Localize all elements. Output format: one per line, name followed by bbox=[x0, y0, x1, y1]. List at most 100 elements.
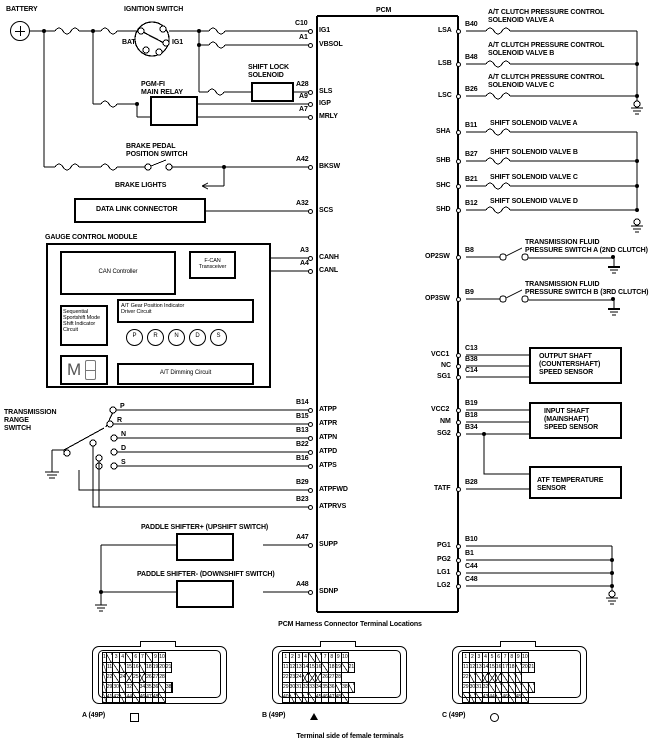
terminal-A42 bbox=[308, 164, 313, 170]
pin-cell: 25 bbox=[132, 672, 140, 683]
pin-cell: 44 bbox=[125, 692, 133, 703]
pin-cell: 20 bbox=[158, 662, 166, 673]
junction-dot bbox=[635, 184, 639, 188]
paddle-up-label: PADDLE SHIFTER+ (UPSHIFT SWITCH) bbox=[141, 524, 269, 531]
terminal-B26 bbox=[456, 93, 461, 99]
pgmfi-main-relay-box bbox=[150, 96, 198, 126]
terminal-B22 bbox=[308, 449, 313, 455]
output-shaft-sensor-label: OUTPUT SHAFT (COUNTERSHAFT) SPEED SENSOR bbox=[539, 353, 601, 376]
pin-B34: B34 bbox=[465, 424, 478, 431]
pin-blank bbox=[347, 682, 356, 693]
terminal-C14 bbox=[456, 374, 461, 380]
pin-C48: C48 bbox=[465, 576, 478, 583]
pin-cell: 22 bbox=[105, 672, 114, 683]
pin-cell: 35 bbox=[321, 682, 329, 693]
name-PG1: PG1 bbox=[437, 542, 451, 549]
pin-C14: C14 bbox=[465, 367, 478, 374]
junction-dot bbox=[222, 165, 226, 169]
range-pos-R: R bbox=[117, 417, 122, 424]
name-ATPR: ATPR bbox=[319, 420, 338, 427]
pin-B48: B48 bbox=[465, 54, 478, 61]
junction-dot bbox=[611, 297, 615, 301]
name-OP3SW: OP3SW bbox=[425, 295, 450, 302]
battery-plus-v bbox=[19, 26, 21, 36]
pin-cell: 48 bbox=[334, 692, 343, 703]
input-shaft-sensor-box bbox=[529, 402, 622, 439]
gear-indicator-S-label: S bbox=[216, 333, 221, 339]
connector-tab bbox=[140, 641, 176, 647]
name-ATPRVS: ATPRVS bbox=[319, 503, 347, 510]
pin-cell: 11 bbox=[282, 662, 290, 673]
pin-cell: 23 bbox=[288, 672, 297, 683]
pin-cell: 10 bbox=[158, 652, 166, 663]
terminal-B11 bbox=[456, 129, 461, 135]
pin-cell: 14 bbox=[481, 662, 490, 673]
terminal-B9 bbox=[456, 296, 461, 302]
gear-indicator-N bbox=[168, 329, 185, 346]
gear-indicator-N-label: N bbox=[174, 333, 179, 339]
pgmfi-main-relay-label: PGM-FI MAIN RELAY bbox=[141, 81, 183, 96]
pin-cell: 18 bbox=[507, 662, 516, 673]
terminal-A47 bbox=[308, 542, 313, 548]
pin-cell: 22 bbox=[282, 672, 290, 683]
pin-cell: 36 bbox=[151, 682, 160, 693]
pin-cell: 24 bbox=[118, 672, 127, 683]
ignition-ig1-label: IG1 bbox=[172, 39, 183, 46]
pin-cell: 1 bbox=[102, 652, 107, 663]
shift-solenoid-d-label: SHIFT SOLENOID VALVE D bbox=[490, 198, 578, 205]
clutch-solenoid-c-label: A/T CLUTCH PRESSURE CONTROL SOLENOID VAL… bbox=[488, 74, 605, 89]
pin-blank bbox=[341, 692, 349, 703]
pin-cell: 42 bbox=[112, 692, 120, 703]
harness-connector-note: PCM Harness Connector Terminal Locations bbox=[278, 621, 422, 628]
name-SDNP: SDNP bbox=[319, 588, 339, 595]
pin-cell: 19 bbox=[151, 662, 160, 673]
connector-tab bbox=[500, 641, 536, 647]
terminal-A28 bbox=[308, 89, 313, 95]
pin-B14: B14 bbox=[296, 399, 309, 406]
pin-cell: 15 bbox=[308, 662, 316, 673]
gear-indicator-P-label: P bbox=[132, 333, 137, 339]
range-pos-N: N bbox=[121, 431, 126, 438]
fcan-transceiver-box bbox=[189, 251, 236, 279]
pin-cell: 36 bbox=[327, 682, 336, 693]
terminal-B38 bbox=[456, 363, 461, 369]
junction-dot bbox=[611, 255, 615, 259]
pin-cell: 40 bbox=[282, 692, 290, 703]
pin-cell: 46 bbox=[138, 692, 147, 703]
pin-B21: B21 bbox=[465, 176, 478, 183]
pin-cell: 43 bbox=[481, 692, 490, 703]
pin-C44: C44 bbox=[465, 563, 478, 570]
brake-pedal-switch-label: BRAKE PEDAL POSITION SWITCH bbox=[126, 143, 188, 158]
terminal-A1 bbox=[308, 42, 313, 48]
pcm-title: PCM bbox=[376, 7, 392, 14]
pin-blank bbox=[527, 682, 536, 693]
terminal-B23 bbox=[308, 504, 313, 510]
paddle-up-box bbox=[176, 533, 234, 561]
name-BKSW: BKSW bbox=[319, 163, 340, 170]
terminal-B21 bbox=[456, 183, 461, 189]
pin-B40: B40 bbox=[465, 21, 478, 28]
pin-cell: 21 bbox=[164, 662, 173, 673]
can-controller-box bbox=[60, 251, 176, 295]
gear-indicator-S bbox=[210, 329, 227, 346]
pin-cell: 21 bbox=[527, 662, 536, 673]
transmission-range-switch-label: TRANSMISSION RANGE SWITCH bbox=[4, 409, 57, 432]
pin-B10: B10 bbox=[465, 536, 478, 543]
range-pos-P: P bbox=[120, 403, 125, 410]
name-ATPP: ATPP bbox=[319, 406, 337, 413]
name-SHC: SHC bbox=[436, 182, 451, 189]
pin-cell: 35 bbox=[145, 682, 153, 693]
pin-B15: B15 bbox=[296, 413, 309, 420]
terminal-A32 bbox=[308, 208, 313, 214]
fcan-transceiver-label: F-CAN Transceiver bbox=[198, 258, 227, 271]
pin-C10: C10 bbox=[295, 20, 308, 27]
pin-cell: 46 bbox=[501, 692, 509, 703]
pin-cell: 31 bbox=[475, 682, 483, 693]
